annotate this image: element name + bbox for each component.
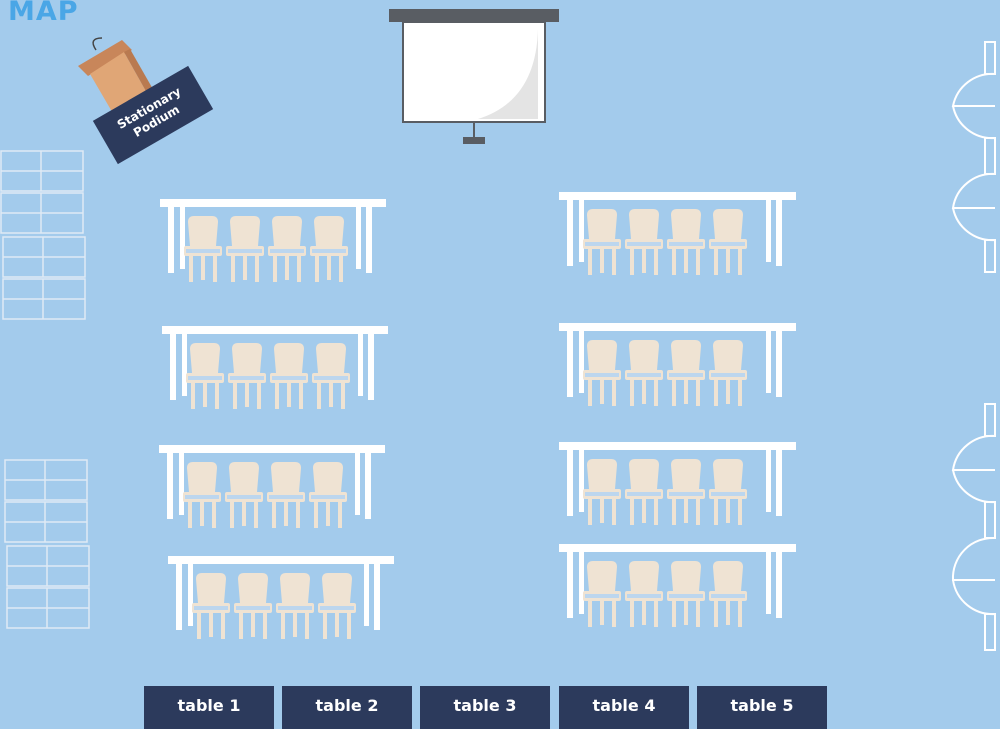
window-group-bottom — [4, 459, 90, 629]
chair-icon — [234, 573, 272, 639]
chair-icon — [667, 561, 705, 627]
table-icon — [559, 544, 796, 618]
projector-screen-icon — [389, 9, 559, 144]
chair-icon — [192, 573, 230, 639]
door-group-bottom-icon — [951, 403, 996, 651]
tab-table-4[interactable]: table 4 — [559, 686, 689, 729]
chair-icon — [583, 340, 621, 406]
tab-table-2[interactable]: table 2 — [282, 686, 412, 729]
tab-table-3-label: table 3 — [453, 695, 517, 715]
chair-icon — [583, 561, 621, 627]
chair-icon — [625, 459, 663, 525]
chair-icon — [268, 216, 306, 282]
chair-icon — [583, 459, 621, 525]
table-group — [559, 544, 796, 627]
map-title: MAP — [8, 0, 79, 27]
table-group — [162, 326, 388, 409]
table-icon — [559, 442, 796, 516]
tab-table-5[interactable]: table 5 — [697, 686, 827, 729]
chair-icon — [309, 462, 347, 528]
chair-icon — [276, 573, 314, 639]
chair-icon — [583, 209, 621, 275]
chair-icon — [709, 209, 747, 275]
table-icon — [559, 192, 796, 266]
chair-icon — [625, 340, 663, 406]
tab-table-5-label: table 5 — [730, 695, 794, 715]
chair-icon — [183, 462, 221, 528]
table-tab-bar: table 1 table 2 table 3 table 4 table 5 — [0, 686, 1000, 729]
chair-icon — [667, 209, 705, 275]
chair-icon — [709, 340, 747, 406]
chair-icon — [228, 343, 266, 409]
chair-icon — [310, 216, 348, 282]
door-group-top-icon — [951, 41, 996, 273]
chair-icon — [226, 216, 264, 282]
table-group — [559, 192, 796, 275]
tab-table-1-label: table 1 — [177, 695, 241, 715]
table-icon — [168, 556, 394, 630]
chair-icon — [184, 216, 222, 282]
table-group — [160, 199, 386, 282]
chair-icon — [667, 459, 705, 525]
tab-table-3[interactable]: table 3 — [420, 686, 550, 729]
table-icon — [162, 326, 388, 400]
chair-icon — [186, 343, 224, 409]
chair-icon — [312, 343, 350, 409]
tab-table-1[interactable]: table 1 — [144, 686, 274, 729]
chair-icon — [667, 340, 705, 406]
table-icon — [559, 323, 796, 397]
chair-icon — [625, 209, 663, 275]
table-group — [168, 556, 394, 639]
chair-icon — [225, 462, 263, 528]
table-group — [159, 445, 385, 528]
chair-icon — [270, 343, 308, 409]
table-icon — [160, 199, 386, 273]
chair-icon — [318, 573, 356, 639]
table-group — [559, 323, 796, 406]
chair-icon — [709, 459, 747, 525]
tab-table-4-label: table 4 — [592, 695, 656, 715]
tab-table-2-label: table 2 — [315, 695, 379, 715]
chair-icon — [267, 462, 305, 528]
chair-icon — [709, 561, 747, 627]
window-group-top — [0, 150, 86, 320]
table-group — [559, 442, 796, 525]
chair-icon — [625, 561, 663, 627]
table-icon — [159, 445, 385, 519]
